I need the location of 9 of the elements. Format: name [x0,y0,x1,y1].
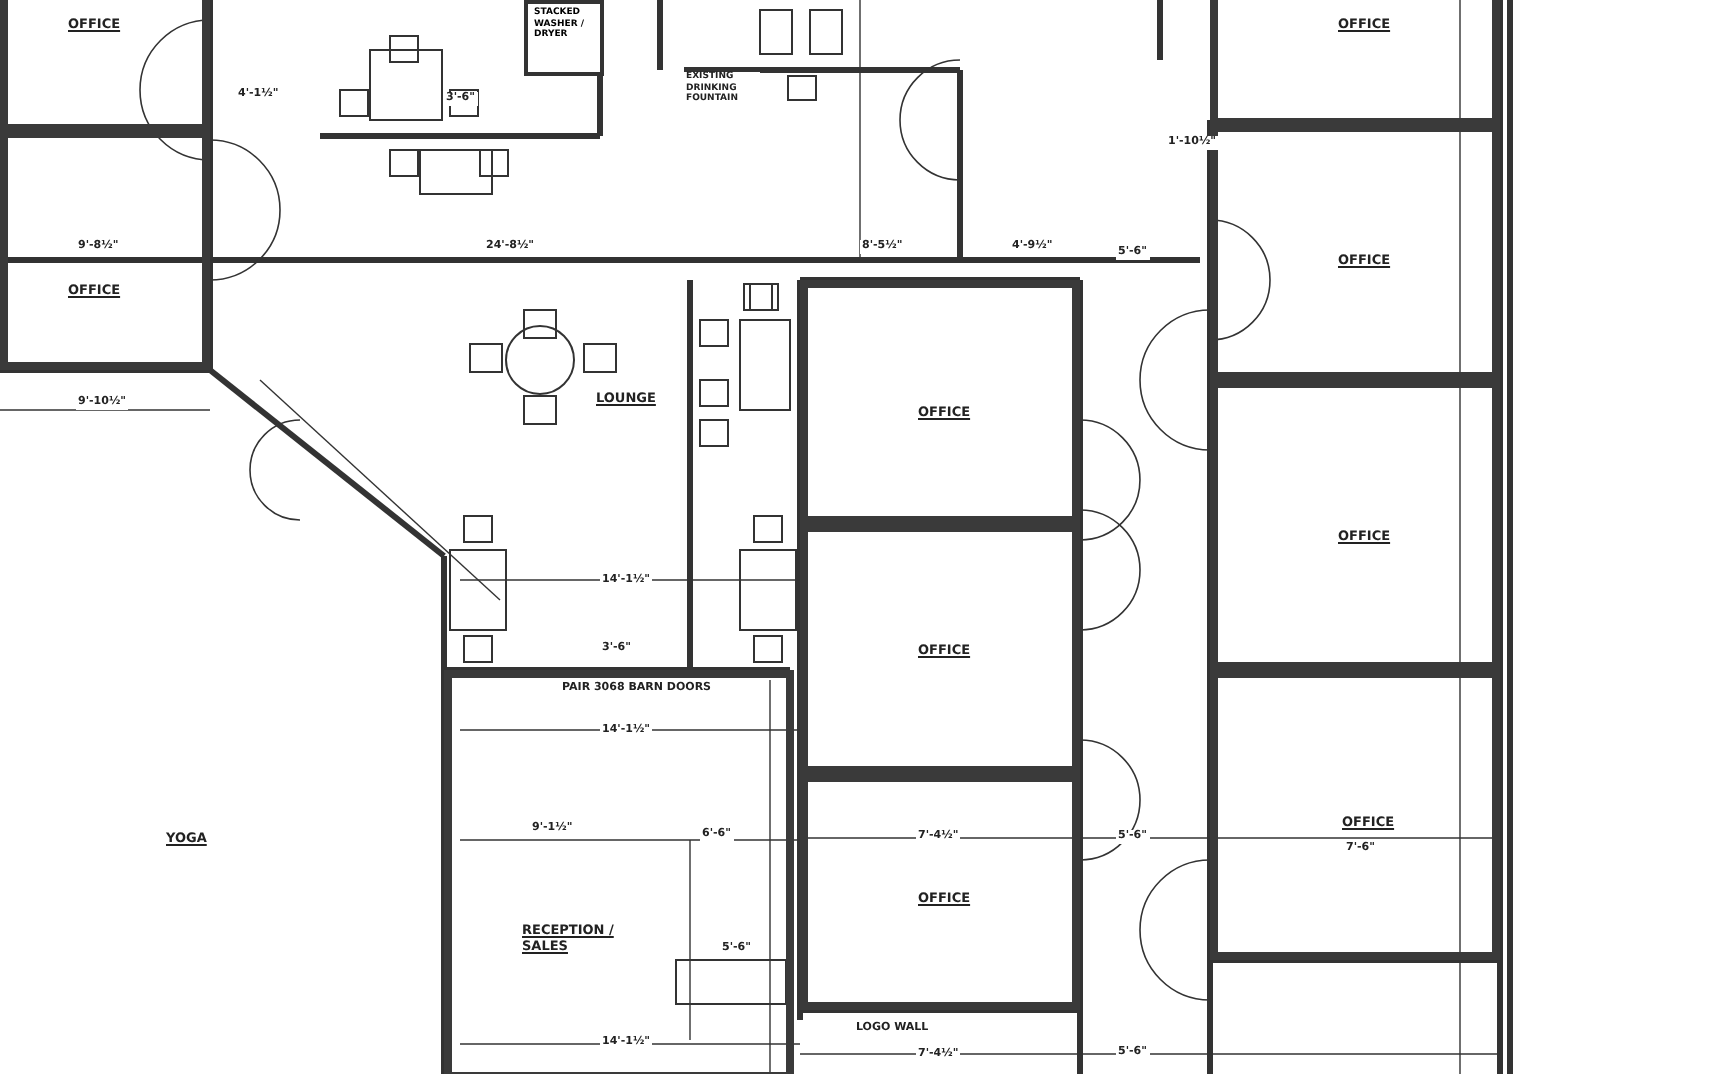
room-outline [800,774,1080,1010]
room-outline [0,0,210,132]
room-outline [1210,670,1500,960]
appliance-box [524,0,604,76]
room-outline [0,130,210,370]
room-outline [1210,380,1500,670]
room-outline [800,524,1080,774]
room-outline [800,280,1080,524]
room-outline [1210,0,1500,126]
